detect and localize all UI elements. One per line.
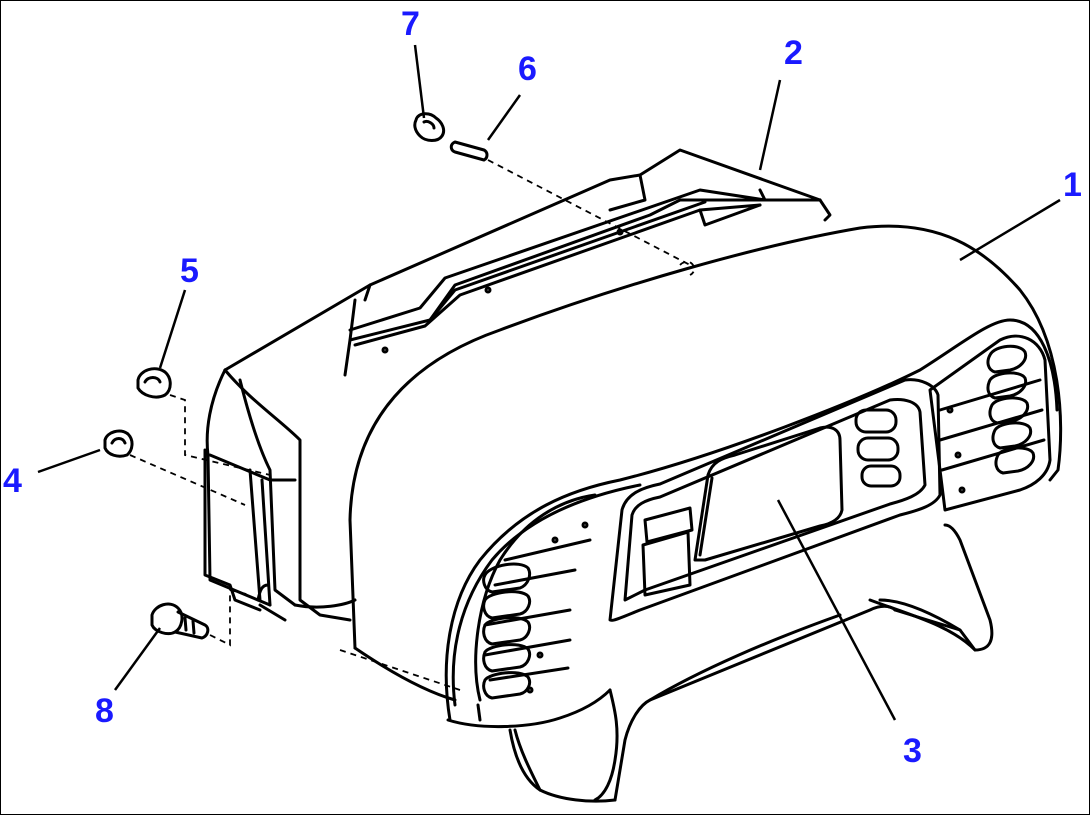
bolt-7 (413, 112, 446, 142)
callout-2: 2 (784, 34, 803, 72)
callout-7: 7 (401, 5, 420, 43)
leader-lines (37, 44, 1061, 721)
callout-5: 5 (180, 252, 199, 290)
nut-4 (103, 429, 134, 458)
callout-3: 3 (903, 732, 922, 770)
rear-cover (203, 148, 832, 622)
callout-6: 6 (518, 50, 537, 88)
pin-6 (449, 140, 489, 162)
assembly-lines (129, 159, 695, 691)
callout-4: 4 (3, 462, 22, 500)
callout-1: 1 (1063, 166, 1082, 204)
bolt-8 (150, 602, 210, 640)
nut-5 (136, 367, 172, 399)
callout-labels: 1 2 3 4 5 6 7 8 (3, 5, 1082, 770)
callout-8: 8 (95, 692, 114, 730)
instrument-panel-housing (348, 224, 1063, 803)
